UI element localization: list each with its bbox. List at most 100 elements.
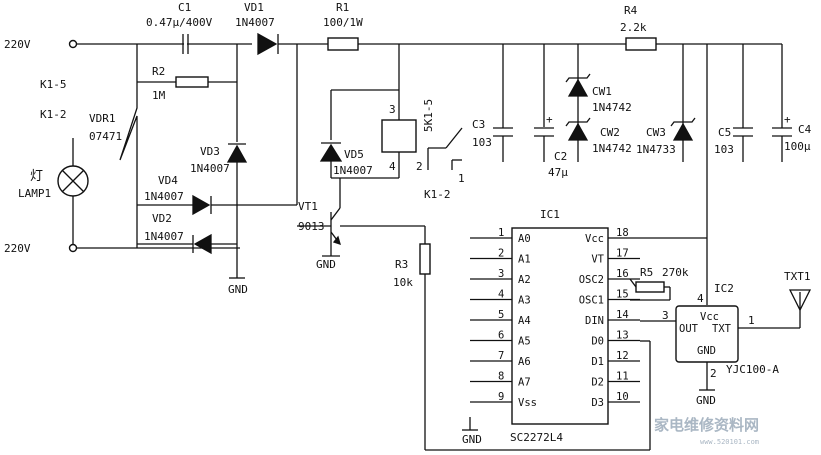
vt1-value: 9013 — [298, 220, 325, 233]
k15-label: K1-5 — [40, 78, 67, 91]
c1-gap — [184, 38, 187, 50]
ic2-pin3: 3 — [662, 309, 669, 322]
ic1-pin-number: 6 — [498, 330, 504, 342]
resistor-r2 — [175, 76, 209, 88]
watermark-cn: 家电维修资料网 — [654, 416, 759, 434]
ic1-pin-name: DIN — [585, 315, 604, 327]
ic1-pin-number: 16 — [616, 268, 629, 280]
ic1-pin-number: 17 — [616, 248, 629, 260]
ic1-pin-number: 14 — [616, 309, 629, 321]
vd3-label: VD3 — [200, 145, 220, 158]
c4-label: C4 — [798, 123, 812, 136]
resistor-r5 — [635, 281, 665, 293]
relay-coil — [381, 119, 417, 153]
ic2-part: YJC100-A — [726, 363, 779, 376]
ic1-pin-name: Vss — [518, 397, 537, 409]
ic1-pin-name: D2 — [591, 377, 604, 389]
c2-plus: + — [546, 113, 553, 126]
ic1-pin-name: D3 — [591, 397, 604, 409]
ic1-pin-name: A4 — [518, 315, 531, 327]
ic1-pin-name: OSC2 — [579, 274, 604, 286]
lamp-label: LAMP1 — [18, 187, 51, 200]
relay-pin1: 1 — [458, 172, 465, 185]
k12-label: K1-2 — [40, 108, 67, 121]
ic1-body — [511, 227, 609, 425]
relay-k12-label: K1-2 — [424, 188, 451, 201]
ic1-pin-name: OSC1 — [579, 295, 604, 307]
c1-value: 0.47μ/400V — [146, 16, 213, 29]
ic1-pin-number: 18 — [616, 227, 629, 239]
ic1-pin-number: 5 — [498, 309, 504, 321]
c4-value: 100μ — [784, 140, 811, 153]
vd4-value: 1N4007 — [144, 190, 184, 203]
vd4-label: VD4 — [158, 174, 178, 187]
vd5-value: 1N4007 — [333, 164, 373, 177]
vt1-label: VT1 — [298, 200, 318, 213]
resistor-r4 — [625, 37, 657, 51]
ic1-pin-name: A2 — [518, 274, 531, 286]
r5-value: 270k — [662, 266, 689, 279]
r2-label: R2 — [152, 65, 165, 78]
vd3-value: 1N4007 — [190, 162, 230, 175]
ic1-pin-number: 13 — [616, 330, 629, 342]
c4-plus: + — [784, 113, 791, 126]
ic1-right-pins: 18Vcc17VT16OSC215OSC114DIN13D012D111D210… — [579, 227, 640, 409]
ic1-label: IC1 — [540, 208, 560, 221]
vd1-label: VD1 — [244, 1, 264, 14]
gnd-left-label: GND — [228, 283, 248, 296]
gnd-ic1-label: GND — [462, 433, 482, 446]
ic1-pin-number: 7 — [498, 350, 504, 362]
c2-label: C2 — [554, 150, 567, 163]
ic1-pin-name: D1 — [591, 356, 604, 368]
transistor-vt1 — [297, 207, 425, 246]
ic1-part: SC2272L4 — [510, 431, 563, 444]
r1-value: 100/1W — [323, 16, 363, 29]
terminal-top — [68, 39, 78, 49]
lamp-cn-label: 灯 — [30, 169, 43, 184]
ac-input: 220V 220V K1-5 K1-2 灯 LAMP1 — [4, 38, 89, 255]
relay-name: 5K1-5 — [422, 99, 435, 132]
vd2-label: VD2 — [152, 212, 172, 225]
ic2-label: IC2 — [714, 282, 734, 295]
ic1-pin-number: 8 — [498, 371, 504, 383]
diode-vd5 — [319, 142, 343, 162]
vdr-value: 07471 — [89, 130, 122, 143]
r1-label: R1 — [336, 1, 349, 14]
relay-pin3: 3 — [389, 103, 396, 116]
r4-value: 2.2k — [620, 21, 647, 34]
ic1-pin-name: A1 — [518, 254, 531, 266]
cw3-value: 1N4733 — [636, 143, 676, 156]
zener-cw1 — [565, 73, 591, 97]
ic1-pin-number: 10 — [616, 391, 629, 403]
watermark-url: www.520101.com — [700, 438, 759, 446]
resistor-r1 — [327, 37, 359, 51]
diode-vd4 — [192, 194, 212, 216]
ic2-gnd-pin: GND — [697, 345, 716, 357]
terminal-bottom — [68, 243, 78, 253]
ic1-pin-name: Vcc — [585, 233, 604, 245]
antenna-icon — [788, 289, 812, 312]
lamp-cross-2 — [61, 169, 85, 193]
ic2-vcc-pin: Vcc — [700, 311, 719, 323]
r2-value: 1M — [152, 89, 166, 102]
txt1-label: TXT1 — [784, 270, 811, 283]
diode-vd1 — [257, 32, 279, 56]
cw1-label: CW1 — [592, 85, 612, 98]
cw2-value: 1N4742 — [592, 142, 632, 155]
c5-label: C5 — [718, 126, 731, 139]
ic1-pin-number: 9 — [498, 391, 504, 403]
ic1-pin-number: 3 — [498, 268, 504, 280]
relay-pin4: 4 — [389, 160, 396, 173]
ic1-pin-name: A6 — [518, 356, 531, 368]
relay-contact-k12 — [427, 127, 463, 170]
ic2-pin2: 2 — [710, 367, 717, 380]
wire-r5-a — [629, 278, 637, 288]
ic1-pin-name: A5 — [518, 336, 531, 348]
gnd-ic2-label: GND — [696, 394, 716, 407]
varistor-vdr1 — [119, 104, 138, 183]
relay-pin2: 2 — [416, 160, 423, 173]
capacitor-c1: C1 0.47μ/400V — [146, 1, 213, 54]
